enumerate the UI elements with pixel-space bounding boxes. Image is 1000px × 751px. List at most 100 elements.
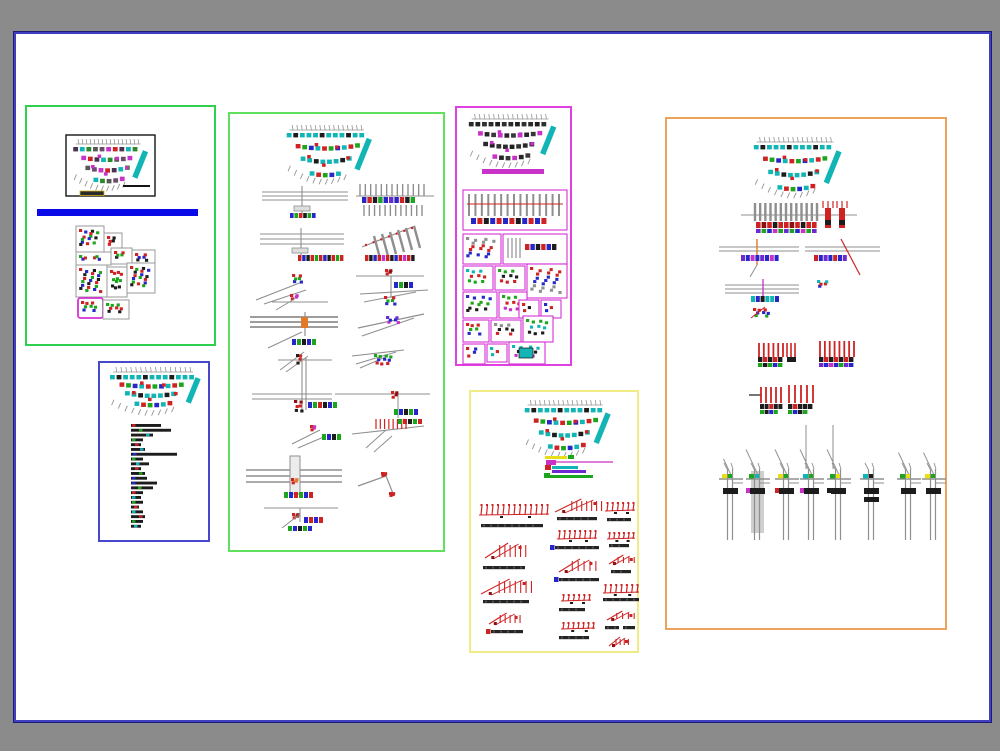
tile-row: [308, 402, 337, 408]
drawing-line: [361, 317, 415, 337]
red-detail-cluster: [608, 554, 635, 566]
detail-box-magenta: [462, 265, 494, 291]
tile-row: [760, 410, 778, 414]
drawing-rect: [545, 456, 567, 459]
tile-row: [756, 222, 817, 228]
frame-section-details-sheet-drawing: [246, 124, 434, 531]
drawing-rect: [37, 209, 198, 216]
label-text-strip: [611, 570, 631, 574]
detail-box-magenta: [486, 343, 508, 363]
pole-detail: [860, 462, 884, 540]
detail-cluster: [386, 316, 400, 325]
red-comb-detail: [556, 530, 598, 542]
site-plan-thumbnail: [110, 366, 201, 416]
detail-cluster: [296, 354, 303, 365]
red-detail-cluster: [488, 612, 521, 626]
tile-row: [819, 363, 854, 367]
detail-cluster: [817, 280, 829, 288]
tile-row: [814, 255, 847, 261]
frame-section-details-sheet[interactable]: [228, 112, 445, 552]
detail-cluster: [292, 274, 303, 284]
drawing-line: [396, 229, 406, 253]
tile-row: [788, 404, 813, 409]
tile-row: [322, 434, 341, 440]
tile-row: [398, 419, 422, 424]
detail-box-magenta: [540, 299, 562, 319]
drawing-rect: [552, 470, 586, 473]
detail-cluster: [290, 294, 299, 301]
tile-row: [288, 526, 312, 531]
drawing-rect: [839, 208, 845, 228]
tile-row: [758, 357, 783, 362]
tile-row: [365, 255, 415, 261]
drawing-line: [840, 238, 861, 276]
label-text-strip: [559, 636, 589, 640]
tick-comb: [359, 184, 425, 196]
red-detail-cluster: [558, 558, 597, 574]
drawing-rect: [65, 134, 156, 197]
drawing-rect: [518, 347, 534, 359]
detail-box-magenta: [462, 233, 502, 265]
label-text-strip: [554, 577, 599, 582]
tile-row: [788, 410, 808, 414]
detail-box: [75, 225, 105, 253]
drawing-line: [749, 264, 758, 278]
pole-detail: [922, 452, 946, 540]
tick-comb: [788, 385, 814, 403]
drawing-line: [267, 331, 303, 349]
paper-sheet[interactable]: [13, 31, 992, 723]
red-comb-detail: [560, 622, 596, 632]
label-text-strip: [605, 626, 619, 630]
label-text-strip: [486, 629, 523, 634]
detail-box-magenta: [522, 315, 554, 343]
tile-row: [298, 255, 344, 261]
drawing-rect: [291, 247, 309, 254]
drawing-line: [388, 231, 398, 255]
frame-red-details-sheet[interactable]: [469, 390, 639, 653]
tick-comb: [468, 194, 560, 216]
tile-row: [292, 339, 316, 345]
detail-box: [75, 251, 112, 266]
detail-box-magenta: [494, 265, 526, 291]
tile-row: [290, 213, 316, 218]
pole-detail: [774, 449, 799, 540]
tick-comb: [758, 343, 784, 357]
pole-detail: [897, 452, 921, 540]
legend-list: [131, 424, 177, 528]
pole-detail: [745, 449, 770, 540]
dot-row: [364, 226, 414, 247]
red-comb-detail: [604, 502, 636, 514]
frame-plan-legend-sheet[interactable]: [98, 361, 210, 542]
detail-cluster: [385, 269, 393, 276]
detail-box: [75, 264, 108, 298]
frame-overview-sheet[interactable]: [25, 105, 216, 346]
tile-row: [284, 492, 313, 498]
drawing-line: [365, 429, 387, 449]
drawing-rect: [549, 475, 593, 478]
detail-cluster: [292, 513, 300, 520]
pole-detail: [719, 458, 743, 540]
frame-pole-details-sheet[interactable]: [665, 117, 947, 630]
tick-comb: [363, 205, 423, 216]
detail-cluster: [389, 492, 396, 497]
drawing-rect: [544, 473, 550, 478]
frame-red-details-sheet-drawing: [478, 399, 639, 648]
detail-box-magenta: [462, 291, 498, 319]
detail-cluster: [381, 472, 388, 477]
drawing-rect: [787, 357, 796, 362]
frame-plan-legend-sheet-drawing: [110, 366, 201, 528]
drawing-line: [750, 306, 766, 319]
drawing-rect: [301, 317, 308, 328]
drawing-line: [363, 291, 417, 303]
red-comb-detail: [606, 532, 636, 542]
red-comb-detail: [602, 584, 639, 596]
frame-detail-grid-sheet[interactable]: [455, 106, 572, 366]
drawing-line: [275, 297, 297, 311]
drawing-rect: [568, 455, 574, 459]
drawing-line: [380, 233, 390, 257]
drawing-line: [357, 475, 387, 487]
tick-comb: [753, 203, 819, 221]
detail-cluster: [294, 400, 304, 413]
tile-row: [304, 517, 323, 523]
